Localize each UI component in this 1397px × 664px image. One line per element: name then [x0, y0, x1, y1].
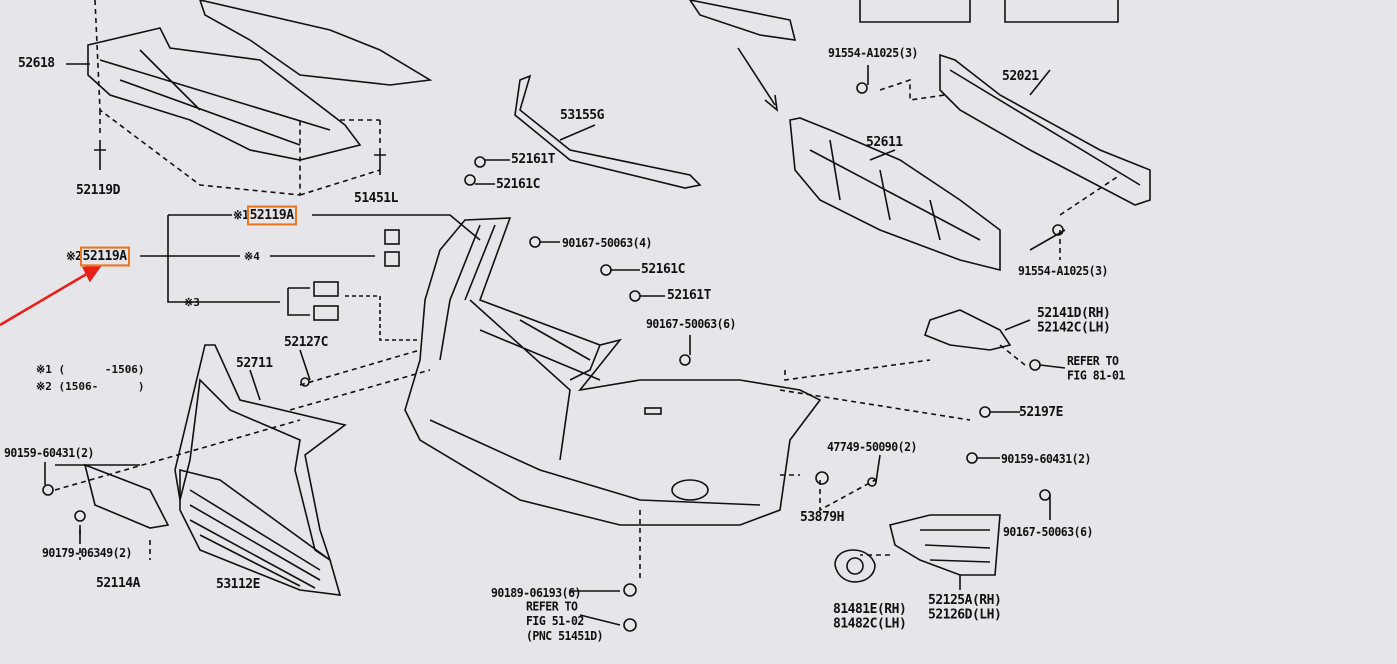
part-label-52021[interactable]: 52021	[1002, 68, 1039, 85]
pnc-ref-text: (PNC 51451D)	[526, 628, 604, 644]
part-label-52119a-highlighted[interactable]: 52119A	[246, 205, 297, 226]
part-label-90167-50063-6b[interactable]: 90167-50063(6)	[1003, 524, 1093, 540]
bracket-52114a	[83, 463, 170, 529]
part-label-91554-a1025-bottom[interactable]: 91554-A1025(3)	[1018, 263, 1108, 279]
direction-arrow	[737, 47, 779, 112]
part-label-90159-60431-right[interactable]: 90159-60431(2)	[1001, 451, 1091, 467]
fig-ref-text: FIG 81-01	[1067, 368, 1125, 383]
bumper-cover-52119	[404, 217, 822, 526]
part-label-52161t[interactable]: 52161T	[667, 287, 711, 304]
part-label-53112e[interactable]: 53112E	[216, 576, 260, 593]
legend-note-1: ※1 ( -1506)	[36, 363, 145, 376]
part-label-90167-50063-4[interactable]: 90167-50063(4)	[562, 235, 652, 251]
grille-frame-52711	[174, 344, 347, 562]
part-label-51451l[interactable]: 51451L	[354, 190, 398, 207]
note-mark-2: ※2	[66, 248, 82, 264]
part-label-52161c[interactable]: 52161C	[641, 261, 685, 278]
part-label-90159-60431-left[interactable]: 90159-60431(2)	[4, 445, 94, 461]
part-label-53879h[interactable]: 53879H	[800, 509, 844, 526]
part-label-52161c[interactable]: 52161C	[496, 176, 540, 193]
part-label-52141d: 52141D(RH)	[1037, 305, 1111, 321]
part-label-52161t[interactable]: 52161T	[511, 151, 555, 168]
refer-to-text: REFER TO	[526, 598, 578, 614]
part-label-52126d: 52126D(LH)	[928, 606, 1002, 623]
part-label-53155g[interactable]: 53155G	[560, 107, 604, 124]
legend-note-2: ※2 (1506- )	[36, 380, 145, 393]
part-label-52125a: 52125A(RH)	[928, 592, 1002, 608]
fog-ring-81481e	[834, 549, 876, 583]
absorber-52611	[789, 117, 1001, 272]
note-mark-3: ※3	[184, 296, 200, 309]
part-label-52119a-highlighted[interactable]: 52119A	[79, 246, 130, 267]
fig-ref-text: FIG 51-02	[526, 613, 584, 629]
note-mark-4: ※4	[244, 250, 260, 263]
part-label-90189-06193[interactable]: 90189-06193(6)	[491, 585, 581, 601]
part-label-47749-50090[interactable]: 47749-50090(2)	[827, 439, 917, 455]
part-label-91554-a1025-top[interactable]: 91554-A1025(3)	[828, 45, 918, 61]
part-label-52197e[interactable]: 52197E	[1019, 404, 1063, 421]
part-label-52114a[interactable]: 52114A	[96, 575, 140, 592]
part-label-90179-06349[interactable]: 90179-06349(2)	[42, 545, 132, 561]
molding-53155g	[514, 74, 702, 189]
bracket-52141d	[924, 309, 1012, 351]
note-mark-1: ※1	[233, 207, 249, 223]
red-annotation-arrow	[0, 264, 103, 327]
part-label-52611[interactable]: 52611	[866, 134, 903, 151]
fog-cover-52125a	[889, 514, 1001, 576]
part-label-81481e: 81481E(RH)	[833, 601, 907, 617]
part-label-52618[interactable]: 52618	[18, 55, 55, 72]
engine-undercover-top	[199, 0, 433, 86]
part-label-81482c: 81482C(LH)	[833, 615, 907, 632]
part-label-81481e-81482c[interactable]: 81481E(RH)81482C(LH)	[833, 601, 907, 632]
part-label-52127c[interactable]: 52127C	[284, 334, 328, 351]
part-label-52711[interactable]: 52711	[236, 355, 273, 372]
part-label-52119d[interactable]: 52119D	[76, 182, 120, 199]
part-label-90167-50063-6[interactable]: 90167-50063(6)	[646, 316, 736, 332]
grille-53112e	[179, 468, 342, 596]
part-label-52142c: 52142C(LH)	[1037, 319, 1111, 336]
part-label-52141d-52142c[interactable]: 52141D(RH)52142C(LH)	[1037, 305, 1111, 336]
engine-undercover-52618	[87, 27, 362, 161]
part-label-52125a-52126d[interactable]: 52125A(RH)52126D(LH)	[928, 592, 1002, 623]
refer-to-text: REFER TO	[1067, 353, 1119, 368]
reinforcement-52021	[939, 53, 1151, 206]
